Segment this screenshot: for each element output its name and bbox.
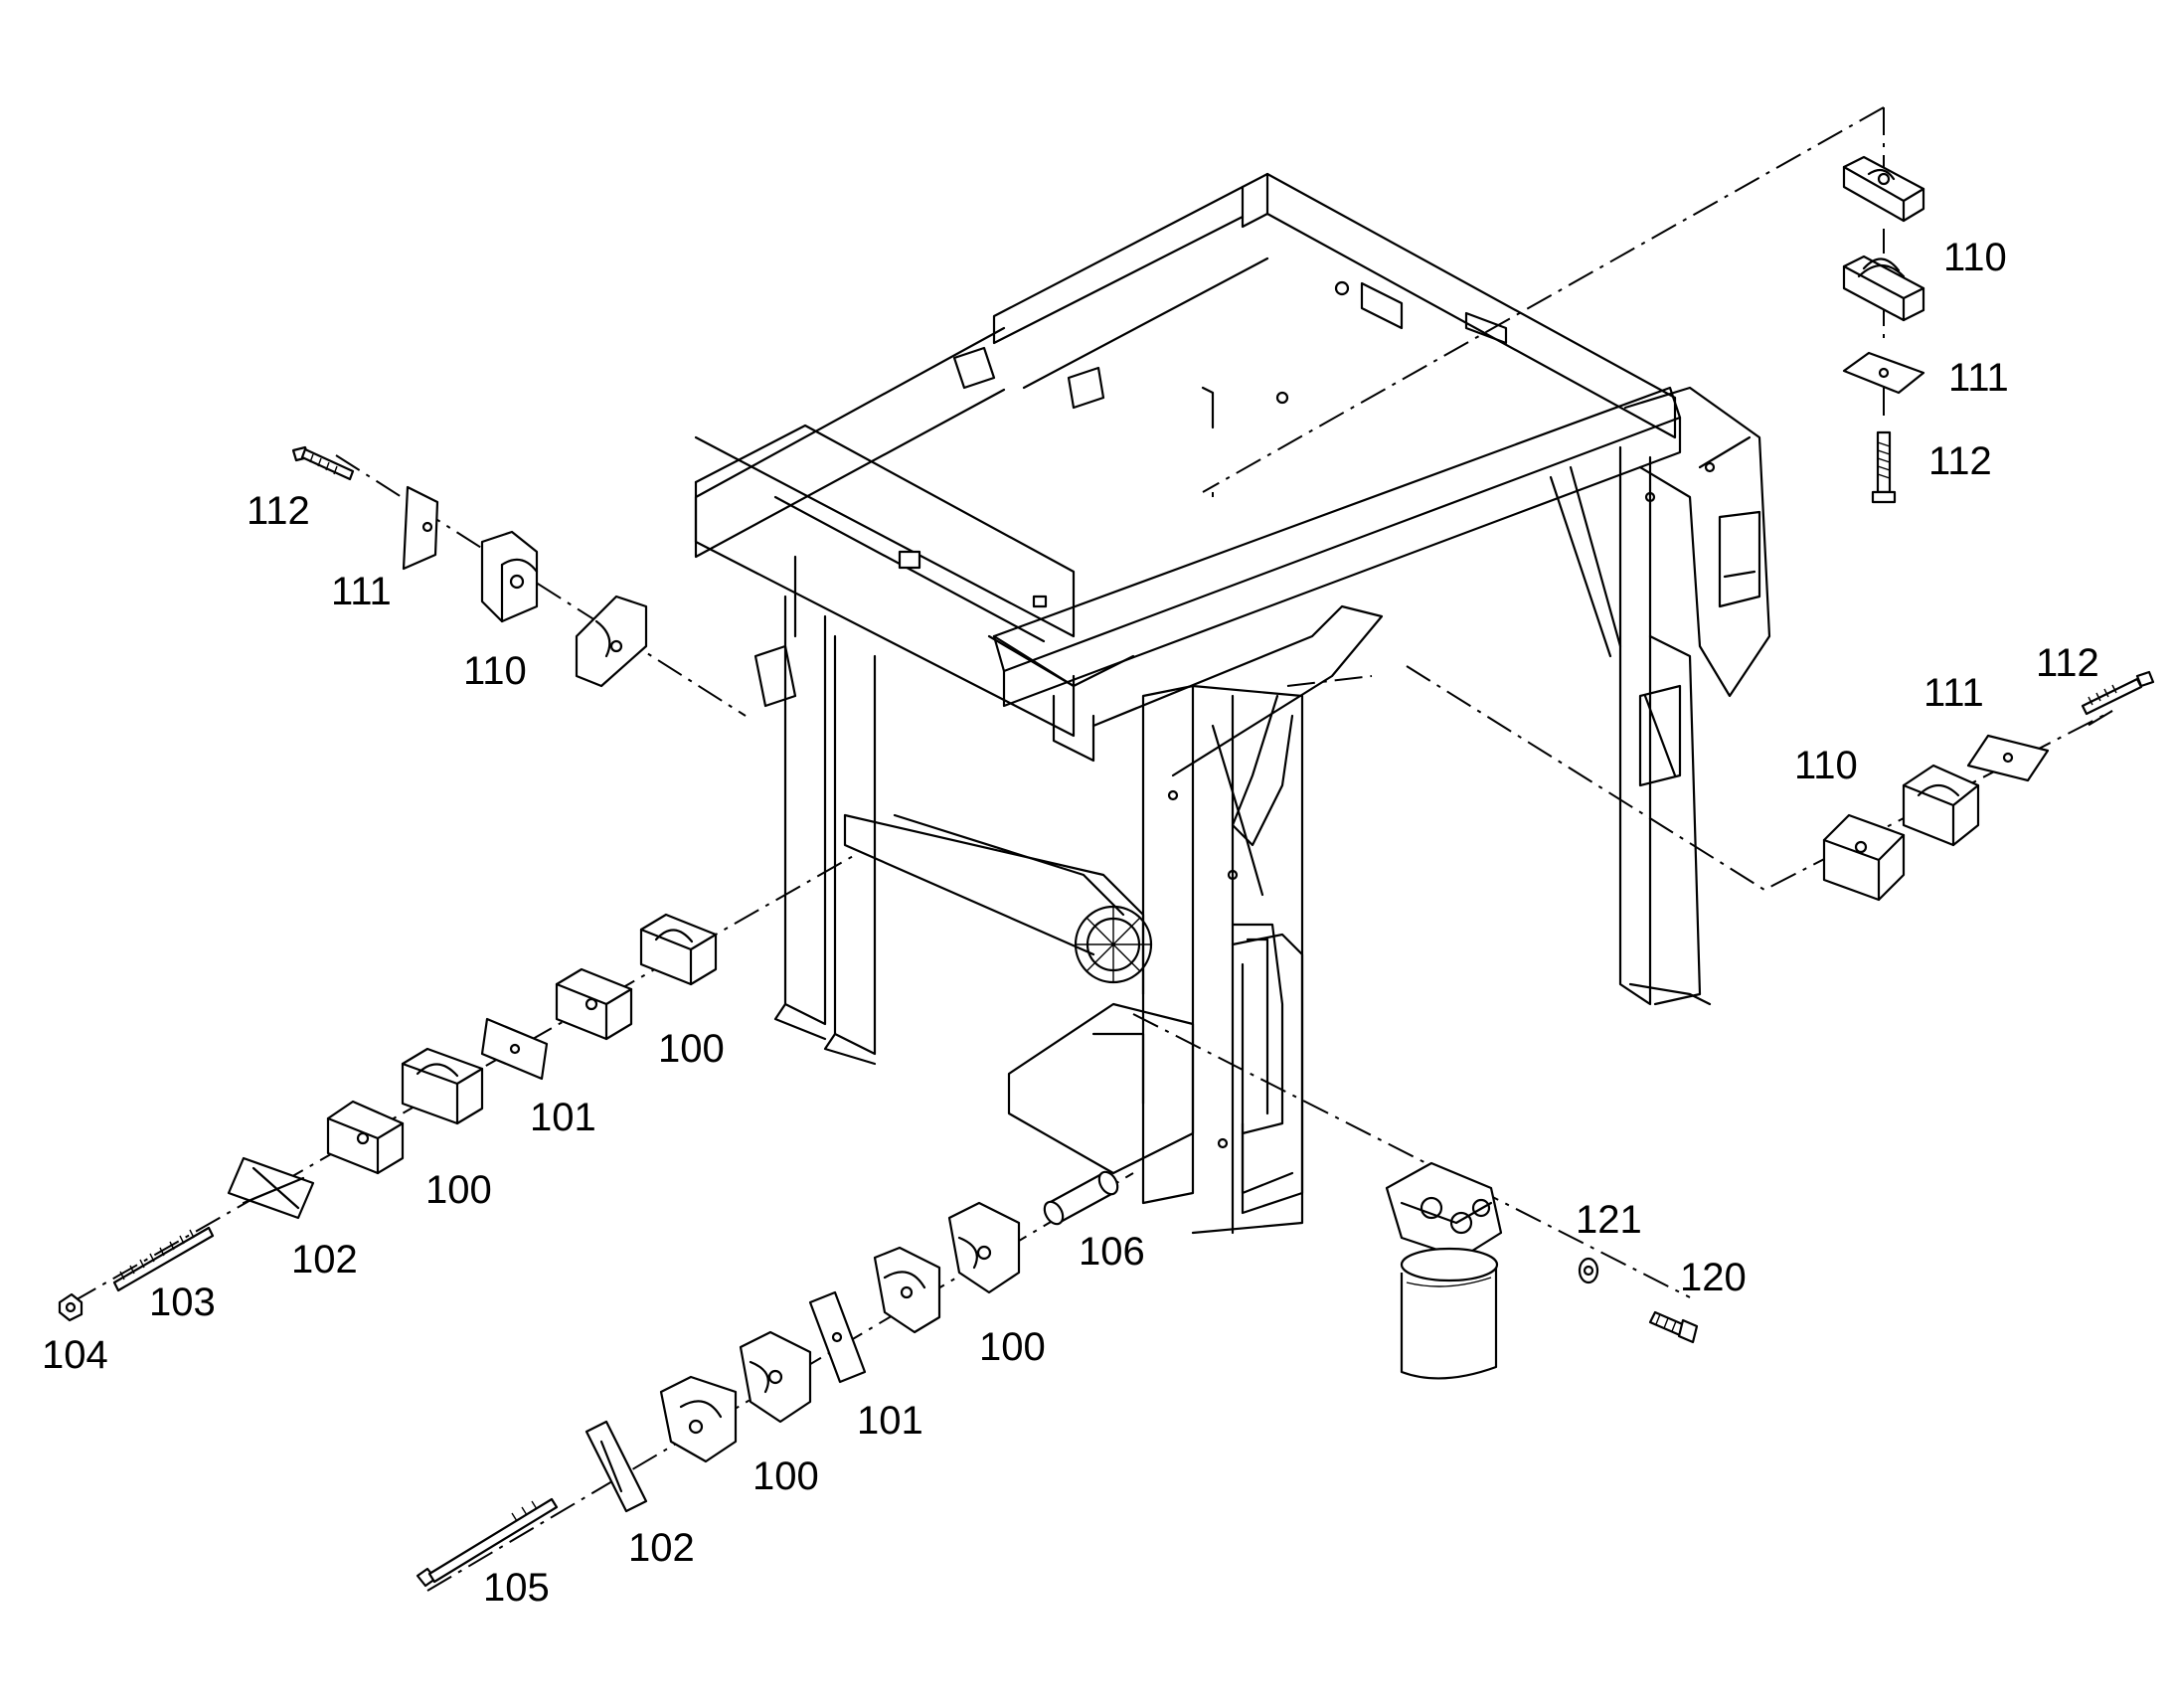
label-111-top-left: 111 xyxy=(331,570,392,613)
plate-111-top-left xyxy=(402,485,439,571)
label-102-bottom: 102 xyxy=(628,1526,695,1570)
bolt-112-top-left xyxy=(291,445,355,481)
label-112-right: 112 xyxy=(2036,641,2099,685)
nut-104-left xyxy=(58,1292,84,1322)
bolt-112-top-right xyxy=(1871,430,1897,504)
plate-111-right xyxy=(1966,734,2050,782)
label-100-bottom-lower: 100 xyxy=(752,1454,819,1498)
clamp-stack-bottom: 105 102 100 101 100 106 xyxy=(416,1170,1145,1610)
clamp-half-100-bottom-b xyxy=(739,1330,812,1424)
assembly-lines xyxy=(71,106,2113,1592)
washer-plate-102-bottom xyxy=(585,1420,648,1513)
washer-121 xyxy=(1578,1257,1599,1284)
stud-105-bottom xyxy=(416,1497,559,1588)
label-110-top-right: 110 xyxy=(1943,236,2007,279)
clamp-half-100-left-b xyxy=(401,1047,484,1125)
clamp-half-110-top-right-lower xyxy=(1842,255,1925,322)
label-111-top-right: 111 xyxy=(1948,356,2009,400)
clamp-half-100-left-a xyxy=(326,1100,405,1175)
bolt-112-right xyxy=(2081,670,2155,716)
clamp-half-110-top-left-b xyxy=(575,595,648,688)
spacer-tube-106 xyxy=(1043,1170,1119,1226)
clamp-half-110-right xyxy=(1822,813,1906,902)
main-frame xyxy=(694,172,1771,1235)
clamp-half-100-bottom-a xyxy=(659,1375,738,1463)
label-100-left-lower: 100 xyxy=(425,1168,492,1212)
washer-plate-102-left xyxy=(227,1156,315,1220)
clamp-stack-right: 110 111 112 xyxy=(1794,641,2155,902)
label-101-left: 101 xyxy=(530,1096,596,1139)
label-110-top-left: 110 xyxy=(463,649,527,693)
label-104-left: 104 xyxy=(42,1333,108,1377)
label-110-right: 110 xyxy=(1794,744,1858,787)
clamp-half-100-bottom-d xyxy=(947,1201,1021,1294)
label-105-bottom: 105 xyxy=(483,1566,550,1610)
fuel-filter-housing xyxy=(1385,1161,1503,1380)
label-101-bottom: 101 xyxy=(857,1399,923,1443)
label-112-top-right: 112 xyxy=(1928,439,1992,483)
clamp-half-100-bottom-c xyxy=(873,1246,941,1334)
clamp-half-100-left-c xyxy=(555,967,633,1041)
label-111-right: 111 xyxy=(1923,671,1984,715)
label-100-bottom-upper: 100 xyxy=(979,1325,1046,1369)
label-106-bottom: 106 xyxy=(1079,1230,1145,1274)
clamp-half-110-top-left-a xyxy=(480,530,539,623)
label-102-left: 102 xyxy=(291,1238,358,1281)
label-103-left: 103 xyxy=(149,1281,216,1324)
clamp-half-100-left-d xyxy=(639,913,718,986)
plate-111-top-right xyxy=(1842,351,1925,395)
plate-101-bottom xyxy=(808,1290,867,1384)
stud-103-left xyxy=(112,1226,215,1292)
bolt-120 xyxy=(1648,1310,1699,1344)
clamp-stack-top-right: 110 111 112 xyxy=(1842,155,2009,504)
label-112-top-left: 112 xyxy=(247,489,310,533)
clamp-stack-top-left: 112 111 110 xyxy=(247,445,648,693)
clamp-stack-lower-left: 104 103 102 100 101 100 xyxy=(42,913,725,1377)
label-121: 121 xyxy=(1576,1198,1642,1242)
clamp-half-110-top-right xyxy=(1842,155,1925,223)
filter-assembly: 121 120 xyxy=(1385,1161,1747,1380)
plate-101-left xyxy=(480,1017,549,1081)
label-120: 120 xyxy=(1680,1256,1747,1299)
label-100-left-upper: 100 xyxy=(658,1027,725,1071)
clamp-half-110-right-b xyxy=(1902,764,1980,847)
